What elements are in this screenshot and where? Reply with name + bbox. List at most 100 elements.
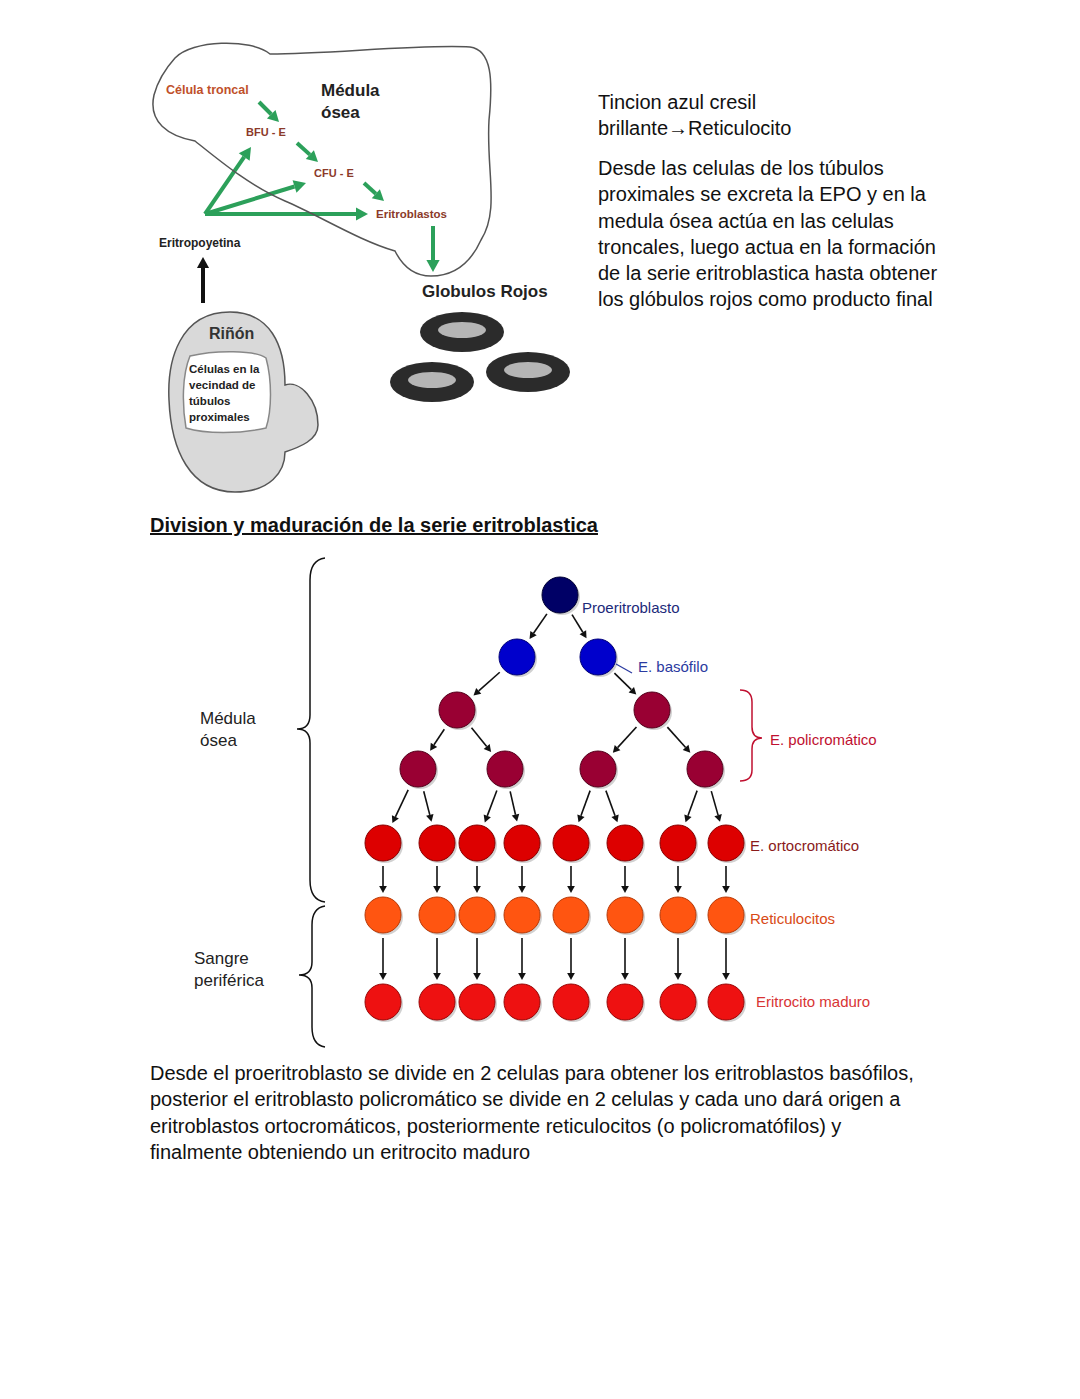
cell-center — [504, 362, 552, 378]
epo-action-arrow-shaft — [205, 212, 356, 216]
division-arrow-head — [433, 973, 441, 980]
cell-circle — [607, 825, 645, 863]
cell-circle — [365, 984, 403, 1022]
division-arrow — [621, 938, 629, 980]
cell-body — [419, 984, 455, 1020]
division-arrow-head — [613, 745, 621, 753]
cell-circle — [504, 897, 542, 935]
division-arrow — [473, 866, 481, 893]
red-blood-cell — [486, 352, 570, 392]
division-arrow — [613, 727, 637, 753]
cell-circle — [580, 751, 618, 789]
cell-body — [439, 692, 475, 728]
division-arrow — [433, 938, 441, 980]
epo-action-arrow-head — [239, 147, 251, 161]
division-arrow-shaft — [711, 791, 718, 815]
cell-center — [408, 372, 456, 388]
cell-label: Eritroblastos — [376, 207, 447, 221]
division-arrow — [711, 791, 722, 822]
epo-action-arrow-head — [293, 180, 306, 193]
division-arrow-head — [433, 886, 441, 893]
division-arrow-shaft — [624, 938, 626, 973]
division-arrow — [722, 938, 730, 980]
division-arrow-head — [518, 973, 526, 980]
division-arrow-shaft — [534, 614, 547, 633]
cell-circle — [553, 825, 591, 863]
cell-circle — [365, 897, 403, 935]
cell-circle — [542, 577, 580, 615]
division-arrow-head — [621, 886, 629, 893]
division-arrow-shaft — [618, 727, 637, 748]
cell-circle — [660, 897, 698, 935]
division-arrow-shaft — [521, 866, 523, 886]
cell-label: Célula troncal — [166, 83, 249, 98]
division-arrow-head — [621, 973, 629, 980]
maturation-arrow-head — [426, 260, 439, 272]
cell-body — [365, 897, 401, 933]
division-arrow-shaft — [570, 938, 572, 973]
cell-body — [634, 692, 670, 728]
cell-body — [487, 751, 523, 787]
cell-circle — [660, 984, 698, 1022]
maturation-tree — [297, 558, 762, 1047]
maturation-arrow-shaft — [364, 183, 376, 194]
secretion-arrow-head — [197, 257, 209, 268]
division-arrow — [530, 614, 547, 639]
cell-circle — [660, 825, 698, 863]
division-arrow — [379, 938, 387, 980]
cell-body — [660, 897, 696, 933]
cell-body — [542, 577, 578, 613]
division-arrow — [473, 672, 499, 695]
division-arrow — [392, 790, 408, 823]
division-arrow-shaft — [572, 615, 583, 633]
stage-label: E. ortocromático — [750, 836, 859, 855]
maturation-arrow — [259, 102, 279, 122]
red-blood-cell — [420, 312, 504, 352]
division-arrow-shaft — [434, 729, 444, 745]
division-arrow-shaft — [521, 938, 523, 973]
division-arrow-shaft — [581, 791, 590, 816]
cell-circle — [607, 984, 645, 1022]
division-arrow-head — [484, 744, 491, 752]
outline-path — [183, 352, 270, 433]
division-arrow-shaft — [395, 790, 408, 817]
division-arrow-head — [530, 631, 537, 639]
cell-body — [708, 897, 744, 933]
cell-circle — [580, 639, 618, 677]
division-arrow-shaft — [510, 791, 515, 814]
region-label: Sangre periférica — [194, 948, 284, 992]
maturation-arrow-shaft — [259, 102, 271, 114]
cell-circle — [708, 897, 746, 935]
cell-body — [607, 825, 643, 861]
secretion-arrow — [197, 257, 209, 303]
division-arrow-shaft — [667, 727, 685, 747]
cell-body — [459, 825, 495, 861]
division-arrow — [518, 938, 526, 980]
progenitor-label: BFU - E — [246, 126, 286, 139]
division-arrow-shaft — [725, 938, 727, 973]
division-arrow — [606, 791, 619, 823]
division-arrow-shaft — [476, 866, 478, 886]
cell-circle — [459, 825, 497, 863]
cell-body — [553, 825, 589, 861]
cell-body — [459, 984, 495, 1020]
cell-body — [607, 984, 643, 1020]
maturation-arrow — [297, 143, 318, 162]
division-arrow-head — [684, 814, 691, 822]
maturation-arrow-shaft — [431, 226, 435, 260]
division-arrow-head — [430, 743, 437, 751]
leader-line — [616, 664, 632, 673]
stain-note: Tincion azul cresil brillante→Reticuloci… — [598, 89, 938, 141]
division-arrow-head — [392, 815, 399, 823]
cell-body — [607, 897, 643, 933]
cell-rim — [420, 312, 504, 352]
cell-circle — [634, 692, 672, 730]
cell-body — [365, 825, 401, 861]
kidney-shape: RiñónCélulas en la vecindad de túbulos p… — [165, 305, 325, 497]
cell-rim — [390, 362, 474, 402]
brace — [299, 906, 325, 1047]
epo-action-arrow-head — [356, 207, 368, 220]
division-arrow-head — [379, 886, 387, 893]
